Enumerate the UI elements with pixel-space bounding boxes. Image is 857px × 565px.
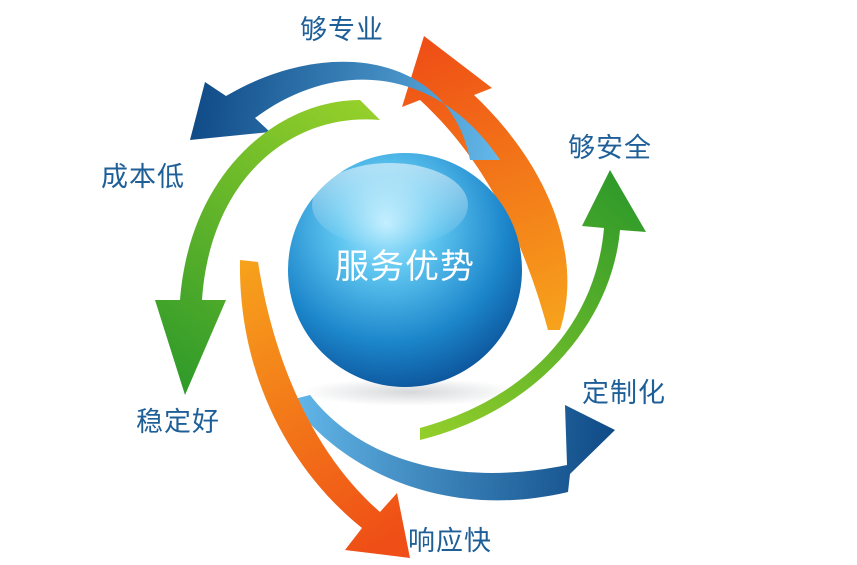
label-responsive: 响应快	[408, 526, 492, 557]
blue-arrow-top	[190, 61, 500, 160]
blue-arrow-bottom	[290, 395, 615, 501]
orange-arrow-bottom	[239, 260, 410, 558]
label-low-cost: 成本低	[101, 162, 185, 193]
green-arrow-left	[155, 100, 380, 395]
label-secure: 够安全	[568, 133, 652, 164]
sphere-shadow	[302, 378, 518, 406]
sphere-highlight	[312, 163, 468, 247]
green-arrow-right	[420, 170, 646, 440]
orange-arrow-top	[402, 36, 568, 330]
label-professional: 够专业	[300, 15, 384, 46]
label-stable: 稳定好	[136, 407, 220, 438]
center-title: 服务优势	[335, 247, 475, 287]
label-customized: 定制化	[582, 378, 666, 409]
